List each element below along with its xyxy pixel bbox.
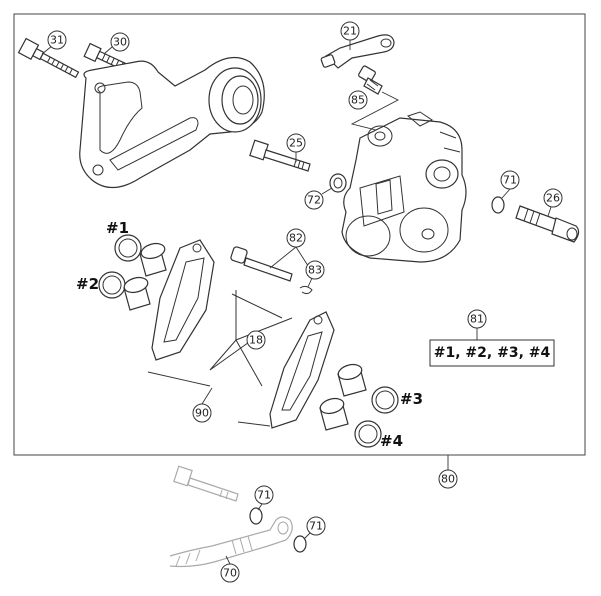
callout-71c-label: 71: [309, 520, 323, 533]
retaining-clip-83-drawing: [299, 285, 313, 295]
assembly-frame: [13, 13, 586, 456]
bolt-25-drawing: [249, 139, 311, 172]
callout-71c: 71: [303, 516, 326, 540]
washer-71-drawing: [491, 196, 505, 214]
callout-31-label: 31: [50, 34, 64, 47]
callout-18: 18: [246, 330, 266, 350]
callout-26-label: 26: [546, 192, 560, 205]
callout-21: 21: [340, 21, 360, 50]
callout-70: 70: [220, 555, 240, 583]
callout-72-label: 72: [307, 194, 321, 207]
leader-90: [147, 371, 271, 427]
brake-pad-left-drawing: [151, 239, 215, 361]
caliper-bracket-drawing: [79, 56, 265, 189]
brake-pad-right-drawing: [269, 311, 335, 429]
callout-81-label: 81: [470, 313, 484, 326]
callout-30: 30: [103, 32, 130, 55]
label-hash-1: #1: [106, 219, 129, 237]
bolt-26-drawing: [515, 205, 580, 243]
banjo-bolt-drawing: [173, 465, 239, 502]
label-hash-3: #3: [400, 390, 423, 408]
pad-pin-82-drawing: [230, 246, 293, 282]
callout-25-label: 25: [289, 137, 303, 150]
callout-70-label: 70: [223, 567, 237, 580]
callout-71b-label: 71: [257, 489, 271, 502]
callout-25: 25: [286, 133, 306, 162]
callout-71b: 71: [254, 485, 274, 511]
callout-80-label: 80: [441, 473, 455, 486]
callout-81: 81: [467, 309, 487, 329]
callout-83: 83: [305, 260, 325, 288]
callout-82-label: 82: [289, 232, 303, 245]
callout-71a: 71: [500, 170, 520, 199]
washer-72-drawing: [329, 173, 347, 193]
bolt-31-drawing: [17, 37, 80, 79]
label-hash-4: #4: [380, 432, 403, 450]
callout-90: 90: [192, 387, 213, 423]
callout-83-label: 83: [308, 264, 322, 277]
callout-85: 85: [348, 90, 368, 110]
washer-71c-drawing: [293, 535, 307, 553]
callout-layer: 31 30 21 85 25 72 71: [41, 21, 563, 583]
callout-71a-label: 71: [503, 174, 517, 187]
piston-lower-drawing: [123, 276, 151, 311]
leader-85: [350, 91, 399, 131]
repair-kit-box: [429, 339, 555, 367]
washer-71b-drawing: [249, 507, 263, 525]
caliper-body-drawing: [341, 111, 467, 263]
label-hash-2: #2: [76, 275, 99, 293]
repair-kit-label: #1, #2, #3, #4: [434, 345, 551, 361]
callout-21-label: 21: [343, 25, 357, 38]
callout-26: 26: [543, 188, 563, 217]
piston-right-upper-drawing: [337, 363, 367, 397]
callout-80: 80: [438, 469, 458, 489]
callout-30-label: 30: [113, 36, 127, 49]
callout-31: 31: [41, 30, 67, 55]
piston-upper-drawing: [139, 242, 167, 277]
pad-spring-18-drawing: [209, 290, 293, 387]
callout-90-label: 90: [195, 407, 209, 420]
callout-85-label: 85: [351, 94, 365, 107]
piston-right-lower-drawing: [319, 397, 349, 431]
callout-82: 82: [269, 228, 313, 273]
bleeder-cap-21-drawing: [320, 34, 395, 69]
callout-72: 72: [304, 187, 333, 210]
callout-18-label: 18: [249, 334, 263, 347]
brake-hose-70-drawing: [169, 516, 293, 568]
bleeder-screw-85-drawing: [358, 65, 383, 95]
